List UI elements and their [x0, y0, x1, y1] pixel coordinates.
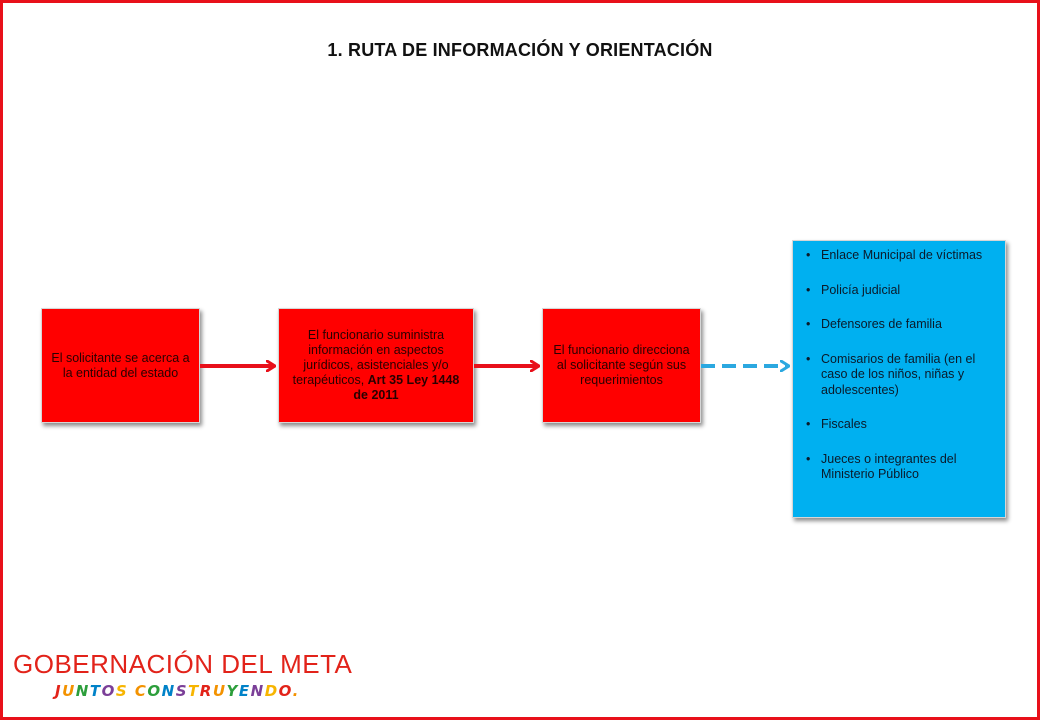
step-text: El funcionario direcciona al solicitante…	[553, 343, 690, 387]
entity-item: Defensores de familia	[805, 317, 995, 333]
slogan-letter: C	[134, 682, 148, 700]
step-box-information: El funcionario suministra información en…	[278, 308, 474, 423]
entity-item: Jueces o integrantes del Ministerio Públ…	[805, 452, 995, 483]
slogan-letter: S	[115, 682, 129, 700]
slogan-letter: O	[101, 682, 116, 700]
step-text: El solicitante se acerca a la entidad de…	[51, 350, 190, 380]
entities-box: Enlace Municipal de víctimas Policía jud…	[792, 240, 1006, 518]
slogan-letter: U	[62, 682, 76, 700]
slogan-letter: J	[55, 682, 63, 700]
gobernacion-logo: GOBERNACIÓN DEL META JUNTOS CONSTRUYENDO…	[13, 649, 352, 709]
step-box-direction: El funcionario direcciona al solicitante…	[542, 308, 701, 423]
slogan-letter: R	[199, 682, 213, 700]
slogan-letter: N	[161, 682, 176, 700]
page-title: 1. RUTA DE INFORMACIÓN Y ORIENTACIÓN	[327, 40, 713, 60]
entities-list: Enlace Municipal de víctimas Policía jud…	[805, 248, 995, 483]
entity-item: Comisarios de familia (en el caso de los…	[805, 352, 995, 399]
step-text: El funcionario suministra información en…	[292, 328, 449, 387]
slogan-letter: N	[250, 682, 265, 700]
entity-item: Fiscales	[805, 417, 995, 433]
step-legal-reference: Art 35 Ley 1448 de 2011	[353, 373, 460, 402]
slogan-letter: T	[89, 682, 102, 700]
slogan-letter: .	[292, 682, 300, 700]
slogan-letter: T	[188, 682, 200, 700]
step-text-group: El funcionario suministra información en…	[285, 328, 467, 403]
slogan-letter: D	[264, 682, 279, 700]
slogan-letter	[128, 682, 135, 700]
slogan-letter: Y	[226, 682, 239, 700]
entity-item: Enlace Municipal de víctimas	[805, 248, 995, 264]
slogan-letter: S	[175, 682, 189, 700]
slogan-letter: U	[212, 682, 227, 700]
slogan-letter: O	[147, 682, 162, 700]
slogan-letter: O	[278, 682, 293, 700]
slogan-letter: N	[75, 682, 90, 700]
logo-slogan: JUNTOS CONSTRUYENDO.	[55, 682, 300, 700]
entity-item: Policía judicial	[805, 283, 995, 299]
logo-name: GOBERNACIÓN DEL META	[13, 649, 353, 679]
slogan-letter: E	[238, 682, 251, 700]
step-box-request: El solicitante se acerca a la entidad de…	[41, 308, 200, 423]
